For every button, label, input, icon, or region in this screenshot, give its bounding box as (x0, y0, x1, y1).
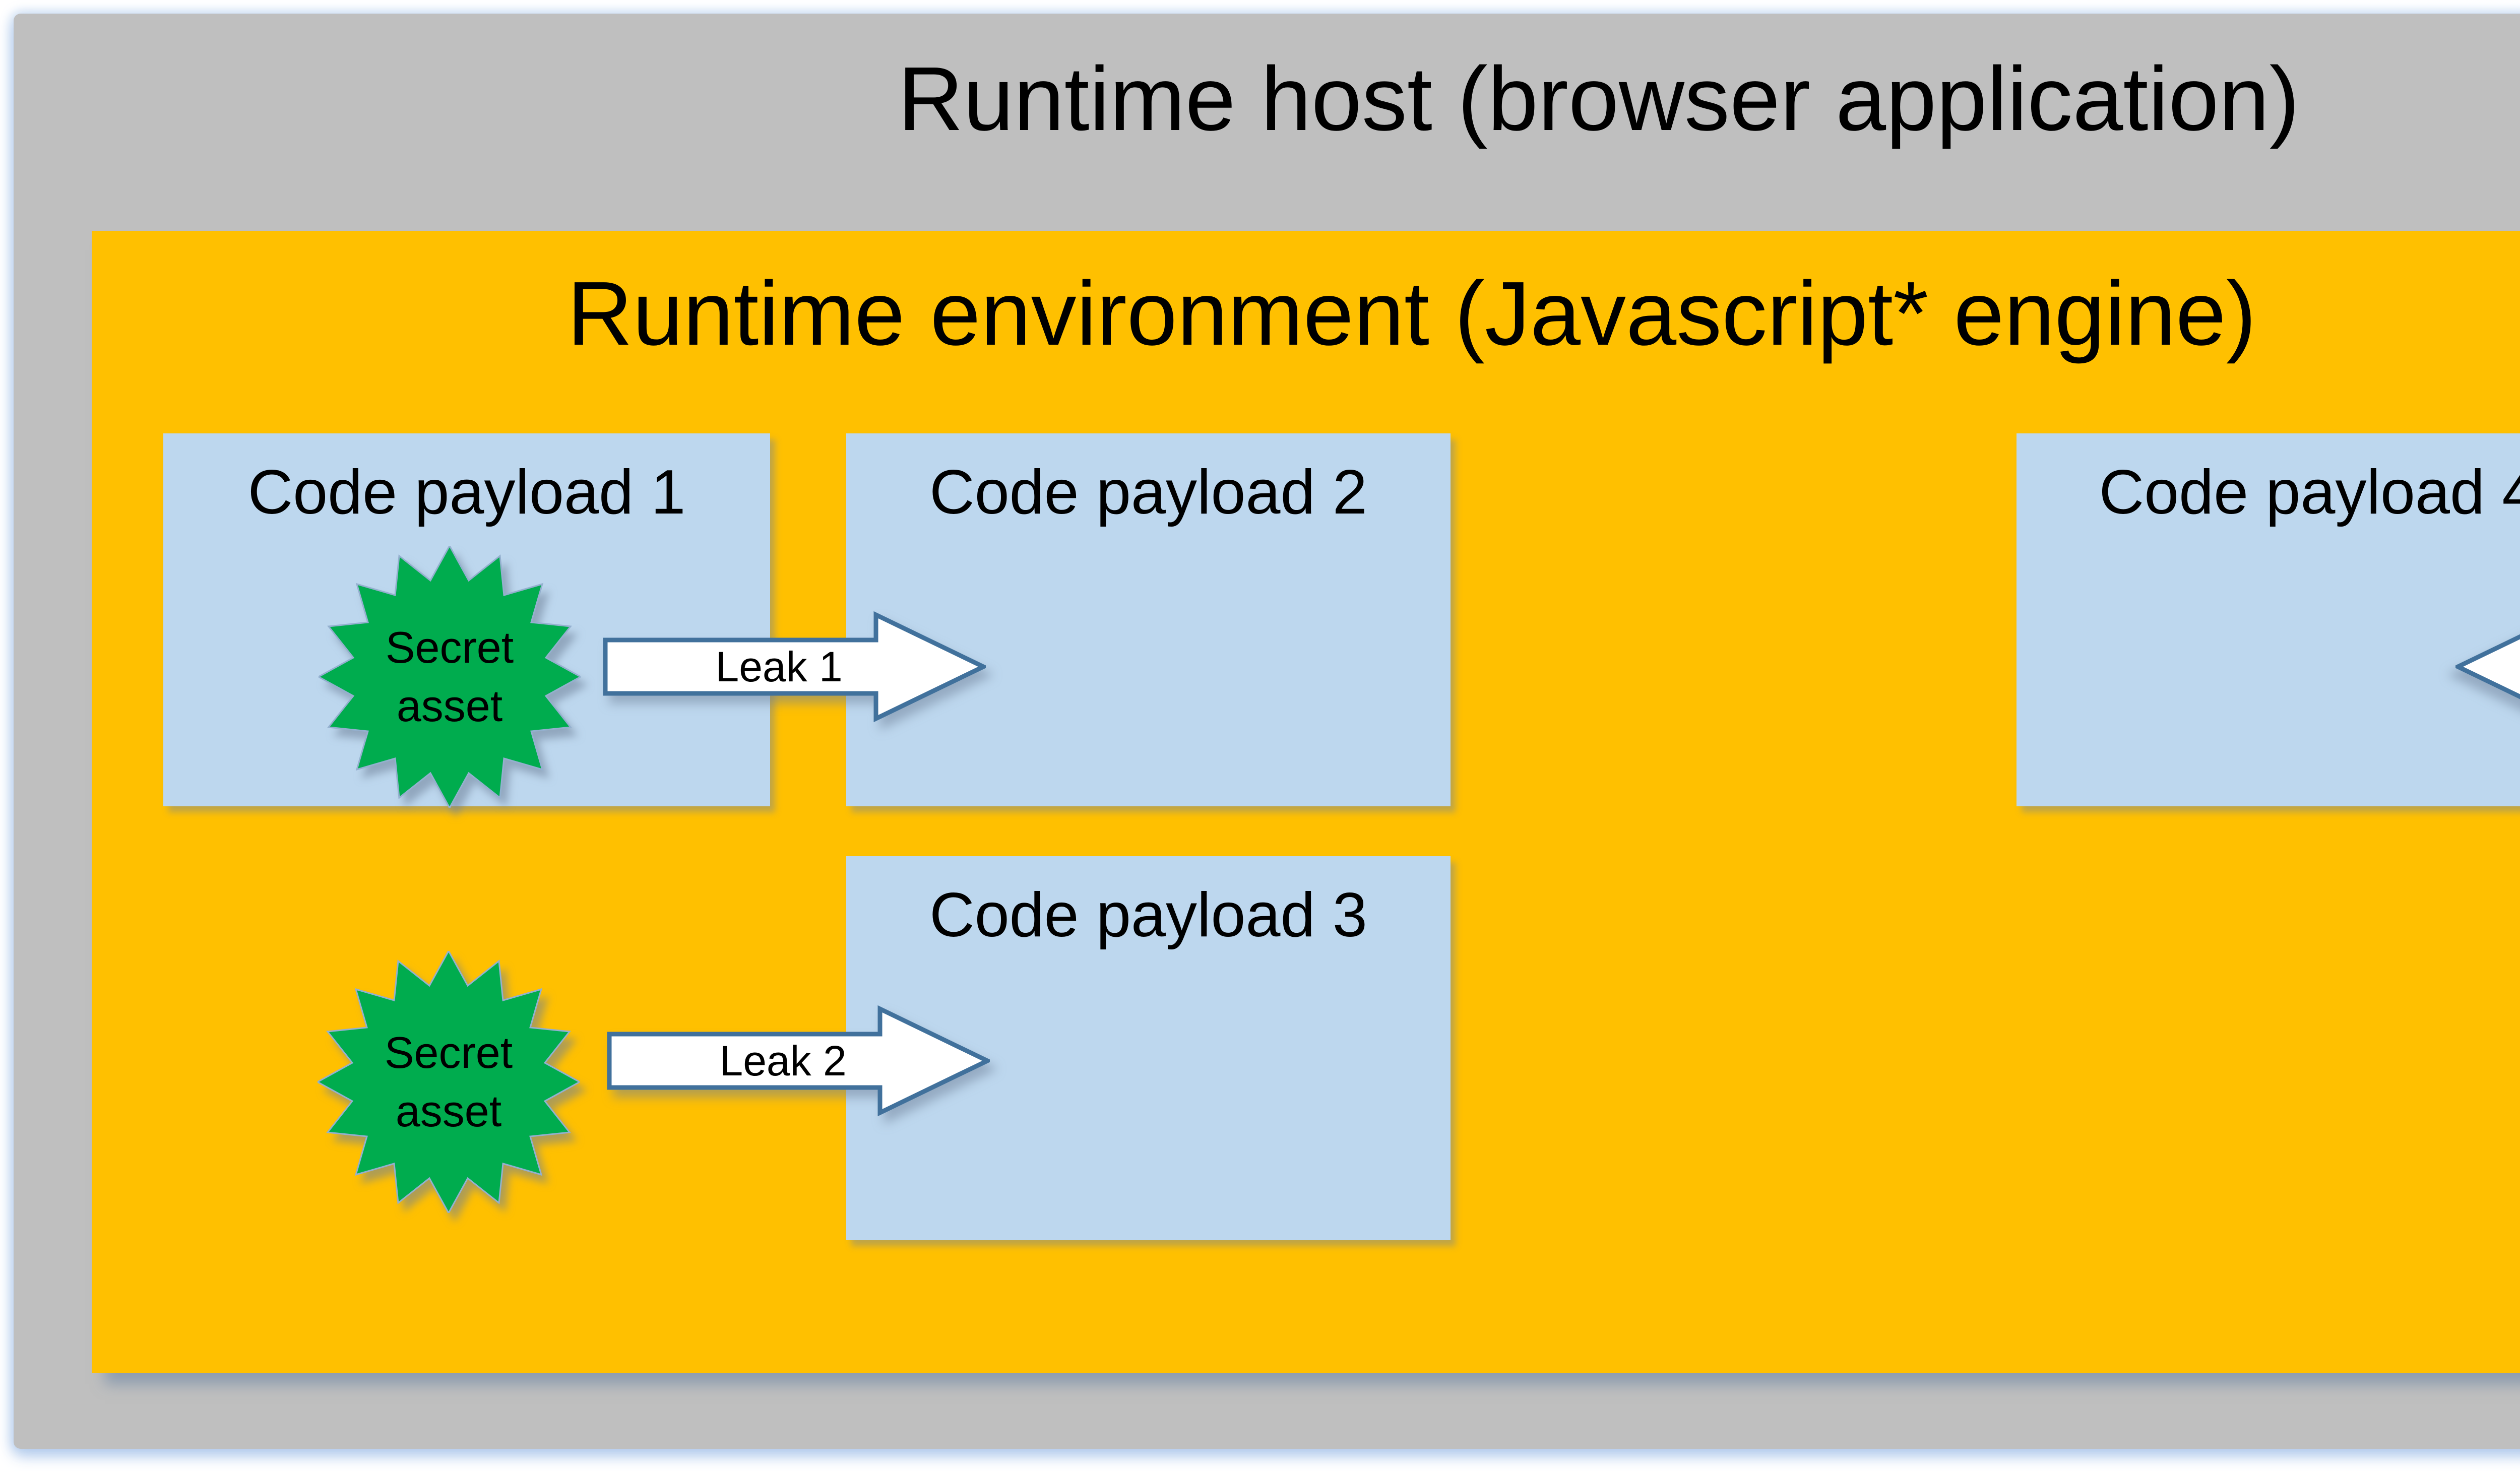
code-payload-2-label: Code payload 2 (929, 458, 1367, 527)
secret-asset-1-label: Secret asset (385, 622, 514, 731)
secret-asset-1: Secret asset (319, 546, 581, 808)
code-payload-2-box: Code payload 2 (846, 433, 1451, 806)
right-arrow-icon (603, 611, 986, 723)
left-arrow-icon (2455, 611, 2520, 723)
code-payload-4-box: Code payload 4 (2017, 433, 2520, 806)
code-payload-3-label: Code payload 3 (929, 880, 1367, 950)
starburst-icon (319, 546, 581, 808)
starburst-icon (318, 951, 580, 1213)
leak-2-arrow: Leak 2 (607, 1003, 990, 1119)
code-payload-1-label: Code payload 1 (247, 458, 686, 527)
leak-2-label: Leak 2 (719, 1037, 847, 1084)
secret-asset-2-label: Secret asset (384, 1028, 513, 1136)
leak-1-arrow: Leak 1 (603, 609, 986, 725)
leak-1-label: Leak 1 (715, 643, 843, 690)
secret-asset-2: Secret asset (318, 951, 580, 1213)
code-payload-4-label: Code payload 4 (2099, 458, 2520, 527)
right-arrow-icon (607, 1005, 990, 1117)
runtime-host-title: Runtime host (browser application) (898, 48, 2300, 150)
runtime-environment-title: Runtime environment (Javascript* engine) (567, 263, 2256, 364)
leak-3-arrow: Leak 3 (2455, 609, 2520, 725)
